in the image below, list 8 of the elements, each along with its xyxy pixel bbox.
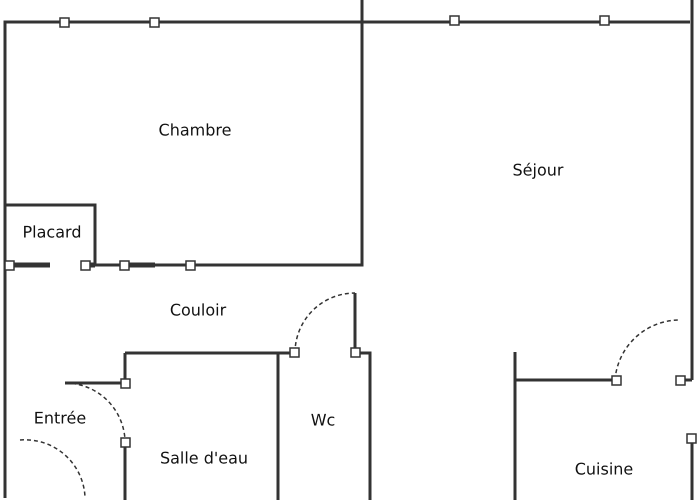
- room-label: Couloir: [170, 300, 226, 320]
- room-label: Wc: [310, 410, 336, 430]
- room-label: Salle d'eau: [160, 448, 248, 468]
- room-label: Cuisine: [574, 460, 634, 478]
- room-label: Entrée: [34, 408, 86, 428]
- room-label: Chambre: [158, 120, 232, 140]
- room-label: Séjour: [512, 160, 564, 180]
- room-label: Placard: [22, 222, 82, 242]
